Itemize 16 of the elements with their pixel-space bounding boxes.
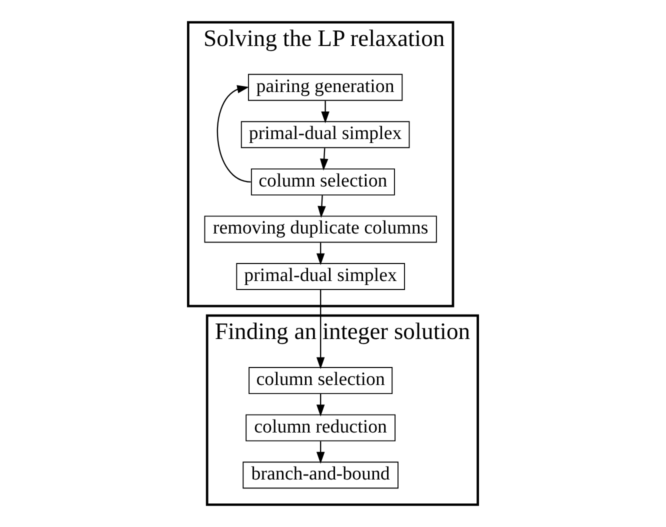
node-box: removing duplicate columns — [204, 216, 437, 243]
arrow — [316, 441, 325, 464]
node-box: column selection — [248, 367, 393, 394]
arrow — [216, 85, 251, 183]
node-box: column selection — [250, 168, 395, 196]
node-box: column reduction — [246, 414, 396, 442]
arrow — [321, 100, 330, 124]
arrow — [316, 290, 325, 370]
arrow — [316, 242, 325, 266]
arrow — [318, 195, 326, 218]
arrow — [320, 148, 328, 171]
node-box: pairing generation — [248, 74, 403, 101]
node-box: primal-dual simplex — [240, 121, 410, 148]
arrow — [316, 394, 325, 416]
node-box: primal-dual simplex — [236, 263, 405, 290]
node-box: branch-and-bound — [242, 462, 398, 489]
